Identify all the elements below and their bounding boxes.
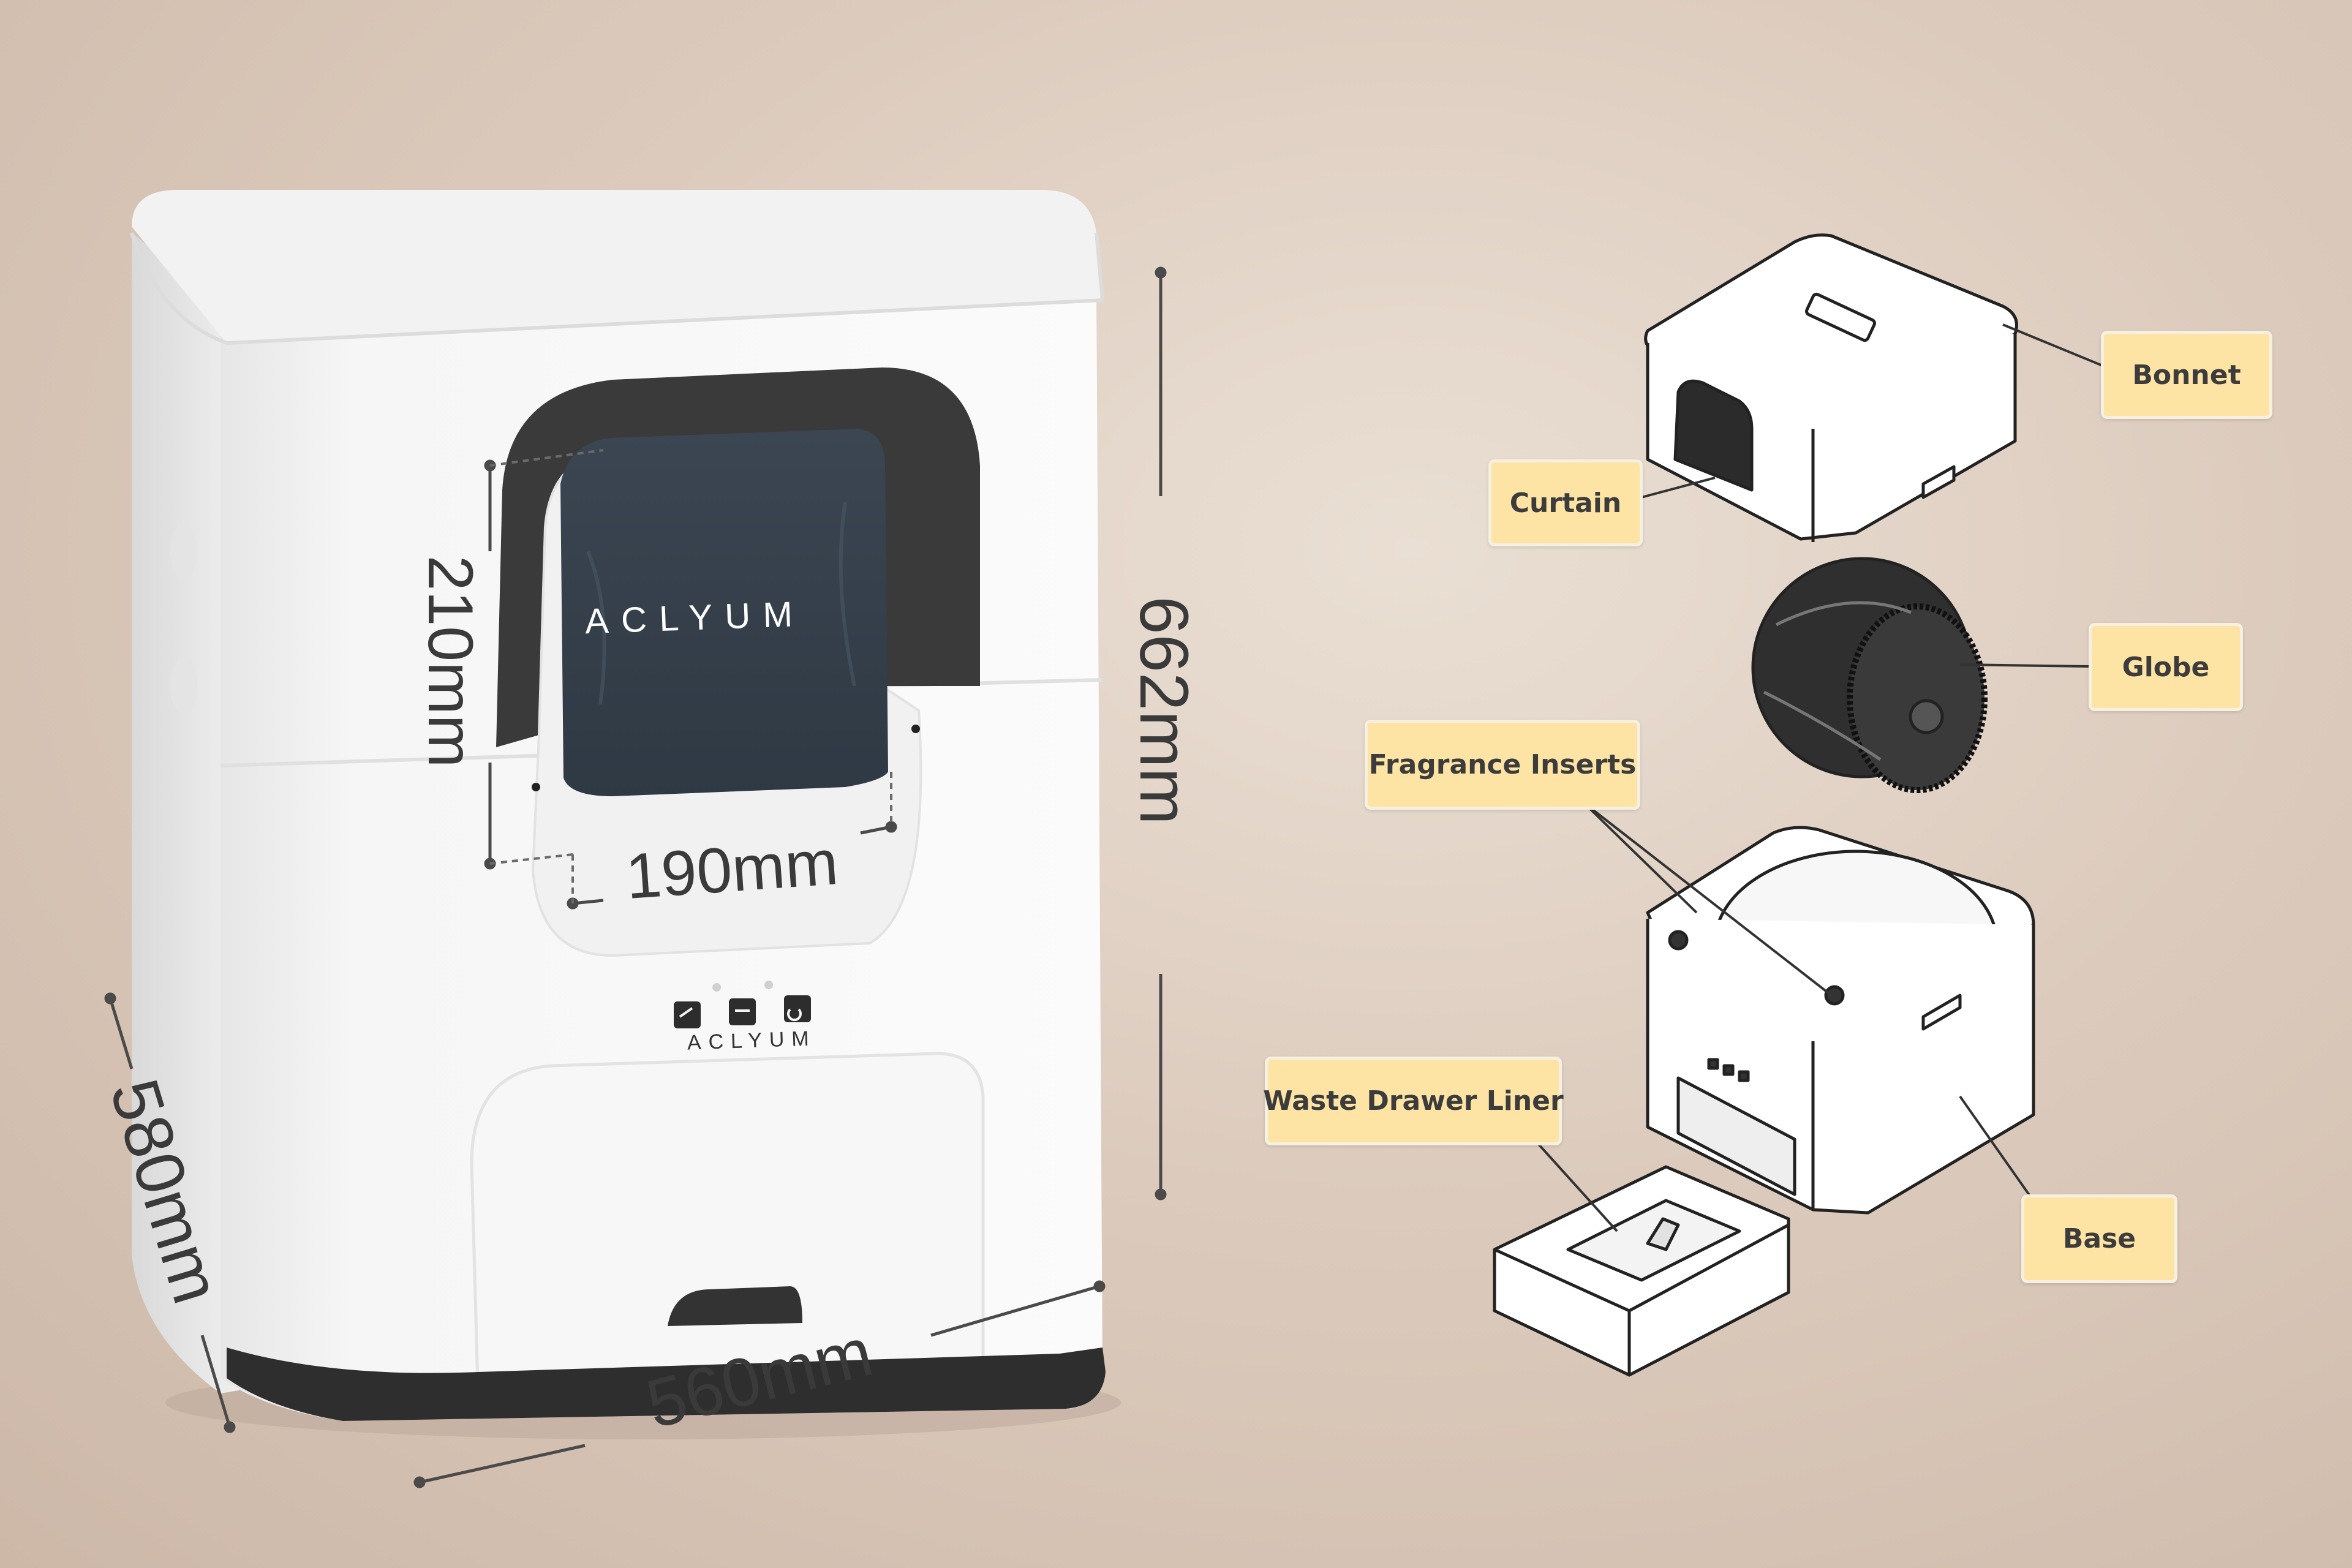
waste-drawer-drawing — [1493, 1165, 1790, 1377]
callout-waste-drawer-liner: Waste Drawer Liner — [1263, 1057, 1564, 1145]
bonnet-drawing — [1644, 233, 2018, 542]
callout-bonnet: Bonnet — [2101, 331, 2272, 419]
control-panel — [674, 981, 811, 1028]
globe-drawing — [1751, 557, 1988, 793]
leader-lines — [1530, 323, 2108, 1232]
dimension-lines — [104, 266, 1167, 1488]
unit-lid-top — [132, 190, 1102, 343]
base-trim — [227, 1348, 1106, 1421]
callout-globe: Globe — [2089, 623, 2243, 711]
reset-icon — [784, 995, 811, 1022]
unit-side-face — [132, 233, 239, 1393]
curtain-flap — [560, 429, 888, 796]
drawer-handle — [668, 1286, 802, 1326]
callout-curtain: Curtain — [1488, 459, 1643, 546]
waste-drawer-front — [470, 1052, 985, 1386]
callout-fragrance-inserts: Fragrance Inserts — [1365, 720, 1640, 810]
callout-base: Base — [2021, 1194, 2177, 1283]
brush-icon — [674, 1001, 701, 1028]
base-drawing — [1646, 826, 2035, 1215]
